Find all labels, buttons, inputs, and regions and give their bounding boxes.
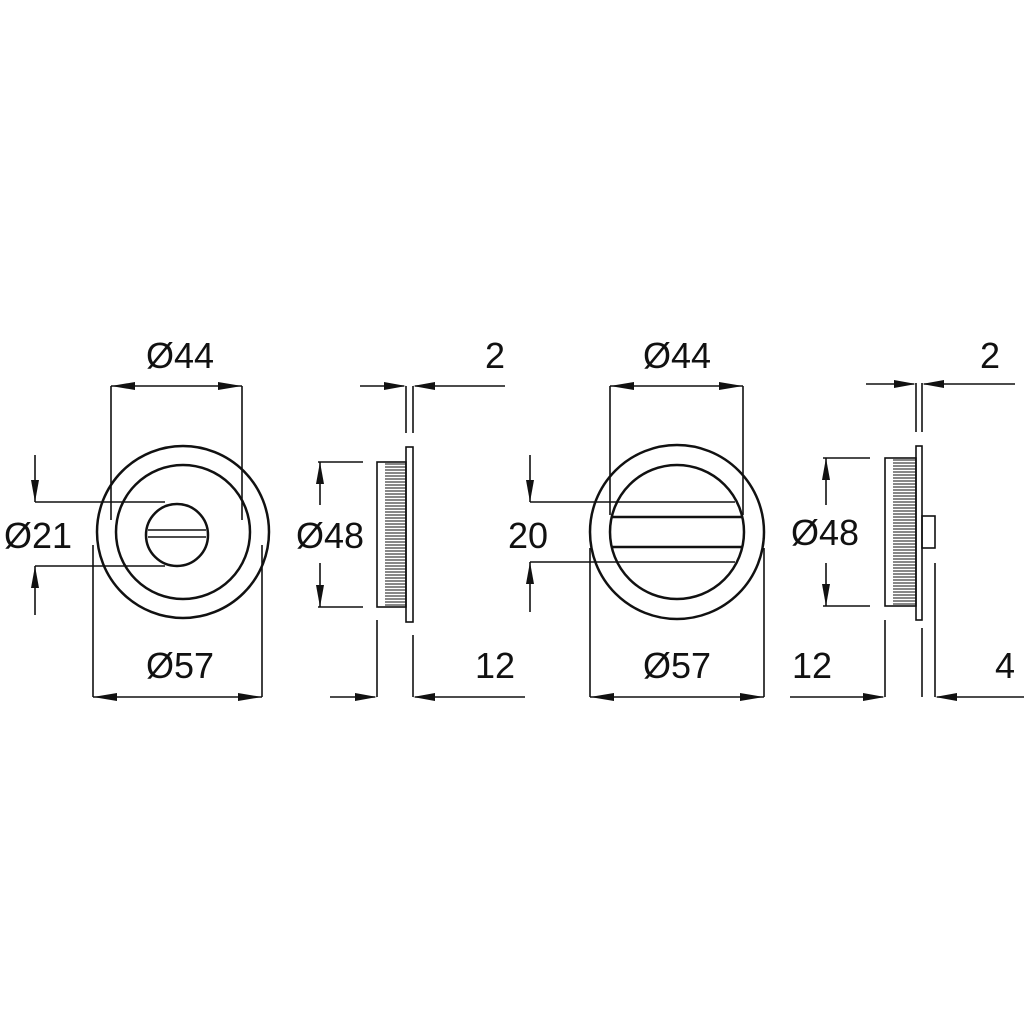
dim-label-12: 12 — [475, 645, 515, 686]
knob-circle — [144, 502, 210, 568]
dim-label-20: 20 — [508, 515, 548, 556]
dim-label-48: Ø48 — [296, 515, 364, 556]
dim-label-48: Ø48 — [791, 512, 859, 553]
inner-rose-circle — [608, 463, 746, 601]
knurl-hatching — [385, 463, 406, 606]
dim-label-4: 4 — [995, 645, 1015, 686]
side-view-thumbturn: 2 Ø48 12 — [296, 335, 525, 701]
front-view-bar-handle: 20 Ø44 Ø57 — [508, 335, 766, 701]
side-view-bar-handle: 2 Ø48 12 4 — [790, 335, 1024, 701]
dim-label-57: Ø57 — [643, 645, 711, 686]
dim-label-44: Ø44 — [146, 335, 214, 376]
flange — [915, 445, 923, 621]
inner-rose-circle — [114, 463, 252, 601]
body — [376, 461, 407, 608]
bar-stub — [921, 515, 936, 549]
flange — [405, 446, 414, 623]
dim-label-44: Ø44 — [643, 335, 711, 376]
dim-label-2: 2 — [485, 335, 505, 376]
dim-label-57: Ø57 — [146, 645, 214, 686]
dim-label-21: Ø21 — [4, 515, 72, 556]
outer-rose-circle — [95, 444, 271, 620]
knurl-hatching — [893, 459, 916, 605]
dim-label-2: 2 — [980, 335, 1000, 376]
dim-label-12: 12 — [792, 645, 832, 686]
front-view-thumbturn: Ø44 Ø21 Ø57 — [4, 335, 271, 701]
outer-rose-circle — [588, 443, 766, 621]
